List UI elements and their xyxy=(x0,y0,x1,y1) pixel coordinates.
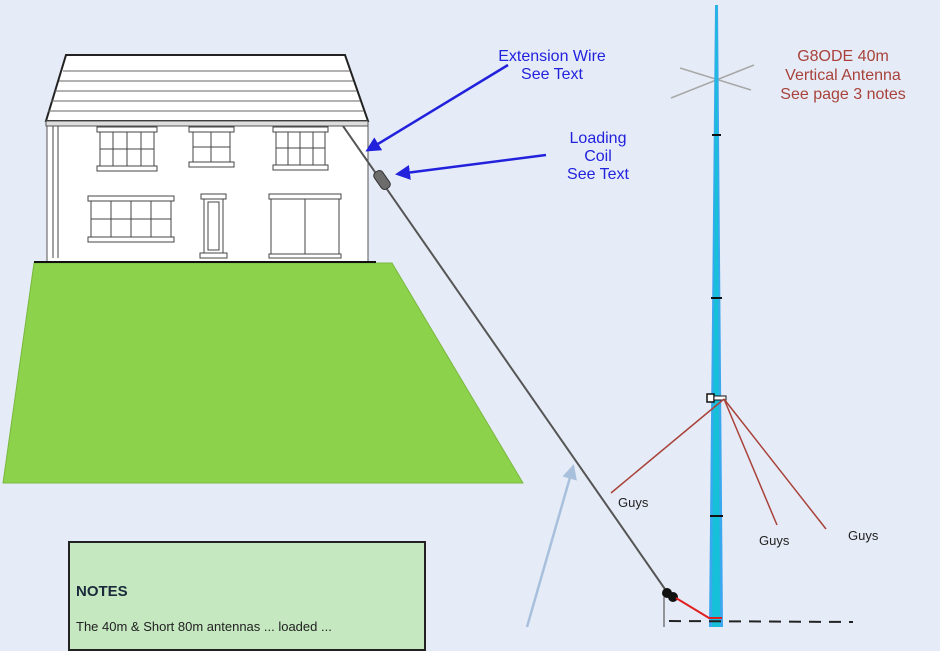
extension-wire xyxy=(342,125,668,593)
extension-wire-label: Extension Wire See Text xyxy=(484,48,620,84)
guys-label-middle: Guys xyxy=(759,533,790,548)
extension-wire-label-line1: Extension Wire xyxy=(498,48,606,65)
top-hat xyxy=(670,64,755,99)
extension-wire-label-line2: See Text xyxy=(521,66,583,83)
extension-wire-arrow xyxy=(365,63,509,152)
pointer-arrow xyxy=(525,464,577,627)
loading-coil-label-line2: Coil xyxy=(584,148,612,165)
antenna-title-line1: G8ODE 40m xyxy=(797,48,889,65)
loading-coil-arrow xyxy=(395,153,547,180)
notes-heading: NOTES xyxy=(76,583,128,600)
house xyxy=(34,54,376,263)
antenna-title-line2: Vertical Antenna xyxy=(785,67,901,84)
antenna-title-line3: See page 3 notes xyxy=(780,86,906,103)
guys-label-left: Guys xyxy=(618,495,649,510)
guy-wires xyxy=(610,398,827,530)
loading-coil-label: Loading Coil See Text xyxy=(552,130,644,184)
antenna-diagram xyxy=(2,5,854,627)
lawn xyxy=(2,262,524,484)
loading-coil-label-line3: See Text xyxy=(567,166,629,183)
antenna-mast xyxy=(706,5,727,627)
loading-coil-label-line1: Loading xyxy=(569,130,627,147)
antenna-title: G8ODE 40m Vertical Antenna See page 3 no… xyxy=(770,47,916,104)
loading-coil-icon xyxy=(373,170,391,190)
guys-label-right: Guys xyxy=(848,528,879,543)
ground-line xyxy=(668,620,854,623)
notes-box: NOTES The 40m & Short 80m antennas ... l… xyxy=(68,541,426,651)
